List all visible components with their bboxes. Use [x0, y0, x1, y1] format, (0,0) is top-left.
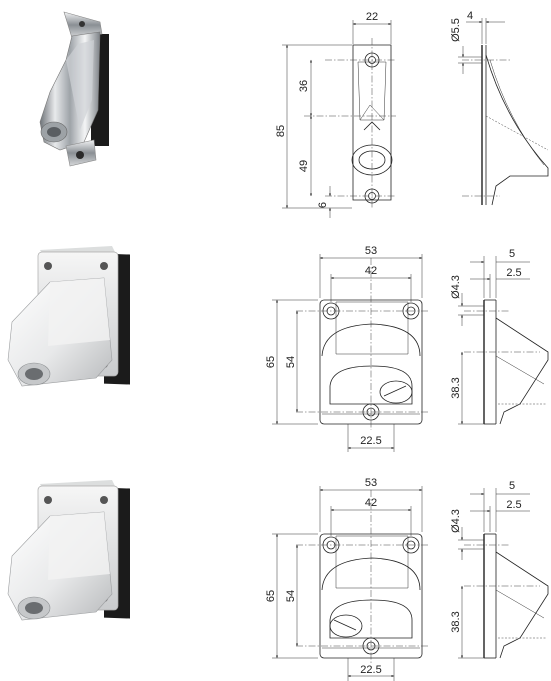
- dim-inner-height: 54: [285, 590, 297, 602]
- dim-inner: 2.5: [506, 267, 521, 279]
- dim-inner-width: 42: [365, 265, 377, 277]
- front-view-1: 22 85 36 49 6: [275, 11, 396, 218]
- dim-inner-width: 42: [365, 497, 377, 509]
- dim-inner-height: 54: [285, 356, 297, 368]
- dim-bottom: 6: [317, 202, 329, 208]
- dim-width: 53: [365, 245, 377, 257]
- side-view-1: 4 Ø5.5: [450, 10, 549, 206]
- dim-hole: Ø4.3: [450, 509, 462, 533]
- side-view-3: 5 2.5 Ø4.3 38.3: [450, 480, 549, 659]
- dim-thickness: 4: [467, 10, 473, 22]
- product-photo-white-housing-1: [7, 246, 130, 387]
- dim-width: 22: [366, 11, 378, 23]
- dim-depth: 38.3: [450, 377, 462, 398]
- dim-height: 65: [265, 356, 277, 368]
- dim-hole: Ø4.3: [450, 275, 462, 299]
- dim-outer: 5: [509, 248, 515, 260]
- product-photo-chrome-handle: [39, 11, 109, 167]
- dim-width: 53: [365, 477, 377, 489]
- dim-hole: Ø5.5: [450, 18, 462, 42]
- front-view-3: 53 42 65 54 22.5: [265, 477, 428, 681]
- dim-lower: 49: [298, 160, 310, 172]
- dim-offset: 22.5: [360, 664, 381, 676]
- dim-offset: 22.5: [360, 435, 381, 447]
- front-view-2: 53 42 65 54 22.5: [265, 245, 428, 452]
- dim-upper: 36: [298, 80, 310, 92]
- dim-inner: 2.5: [506, 499, 521, 511]
- dim-outer: 5: [509, 480, 515, 492]
- product-photo-white-housing-2: [7, 480, 130, 621]
- dim-depth: 38.3: [450, 611, 462, 632]
- dim-height: 65: [265, 590, 277, 602]
- dim-height: 85: [275, 125, 287, 137]
- side-view-2: 5 2.5 Ø4.3 38.3: [450, 248, 549, 425]
